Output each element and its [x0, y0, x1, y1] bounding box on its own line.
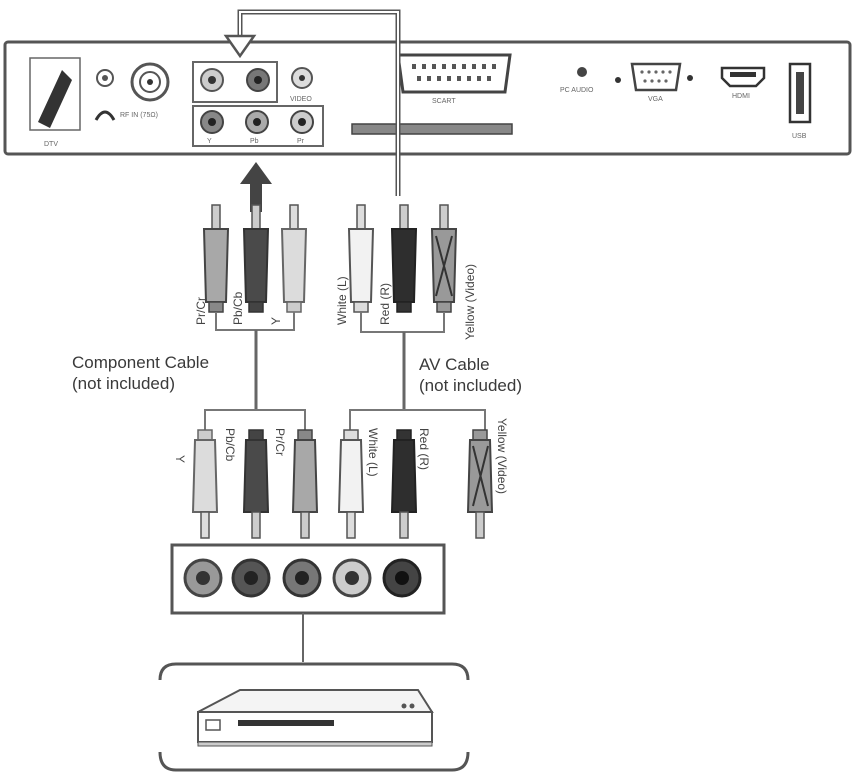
- component-plug-y: [280, 204, 308, 313]
- av-cable-title: AV Cable: [419, 355, 490, 374]
- av-plug-red: [390, 204, 418, 313]
- upper-prcr-label: Pr/Cr: [194, 297, 208, 325]
- av-plug-yellow: [430, 204, 458, 313]
- lower-plug-white: [337, 429, 365, 539]
- component-cable-note: (not included): [72, 374, 176, 393]
- lower-yellow-label: Yellow (Video): [495, 418, 509, 494]
- lower-plug-group: [191, 409, 494, 539]
- component-pr-port-label: Pr: [297, 138, 305, 145]
- dtv-port-label: DTV: [44, 141, 58, 148]
- component-y-port-label: Y: [207, 138, 212, 145]
- scart-port-label: SCART: [432, 98, 456, 105]
- av-plug-white: [347, 204, 375, 313]
- lower-prcr-label: Pr/Cr: [273, 428, 287, 456]
- component-cable-title: Component Cable: [72, 353, 210, 372]
- usb-port-label: USB: [792, 133, 807, 140]
- lower-plug-red: [390, 429, 418, 539]
- cable-wires: [254, 330, 406, 410]
- upper-yellow-label: Yellow (Video): [463, 264, 477, 340]
- lower-plug-yellow: [466, 429, 494, 539]
- lower-y-label: Y: [173, 455, 187, 463]
- lower-plug-pbcb: [242, 429, 270, 539]
- lower-white-label: White (L): [366, 428, 380, 477]
- device-jack-panel: [170, 543, 446, 662]
- component-plug-prcr: [202, 204, 230, 313]
- av-cable-note: (not included): [419, 376, 523, 395]
- av-input-arrow-icon: [223, 34, 257, 59]
- lower-plug-prcr: [291, 429, 319, 539]
- upper-red-label: Red (R): [378, 283, 392, 325]
- av-route-line: [223, 9, 401, 196]
- lower-pbcb-label: Pb/Cb: [223, 428, 237, 462]
- upper-plug-group: [202, 204, 458, 333]
- vga-port-label: VGA: [648, 96, 663, 103]
- upper-white-label: White (L): [335, 276, 349, 325]
- hdmi-port-label: HDMI: [732, 93, 750, 100]
- pc-audio-port-label: PC AUDIO: [560, 87, 594, 94]
- component-pb-port-label: Pb: [250, 138, 259, 145]
- upper-pbcb-label: Pb/Cb: [231, 291, 245, 325]
- upper-y-label: Y: [269, 317, 283, 325]
- tv-back-panel: [3, 40, 852, 156]
- rf-in-port-label: RF IN (75Ω): [120, 112, 158, 119]
- component-cable-label: Component Cable (not included): [72, 352, 209, 394]
- av-cable-label: AV Cable (not included): [419, 354, 522, 396]
- lower-plug-y: [191, 429, 219, 539]
- component-plug-pbcb: [242, 204, 270, 313]
- lower-red-label: Red (R): [417, 428, 431, 470]
- dvd-player: [158, 662, 470, 772]
- video-port-label: VIDEO: [290, 96, 312, 103]
